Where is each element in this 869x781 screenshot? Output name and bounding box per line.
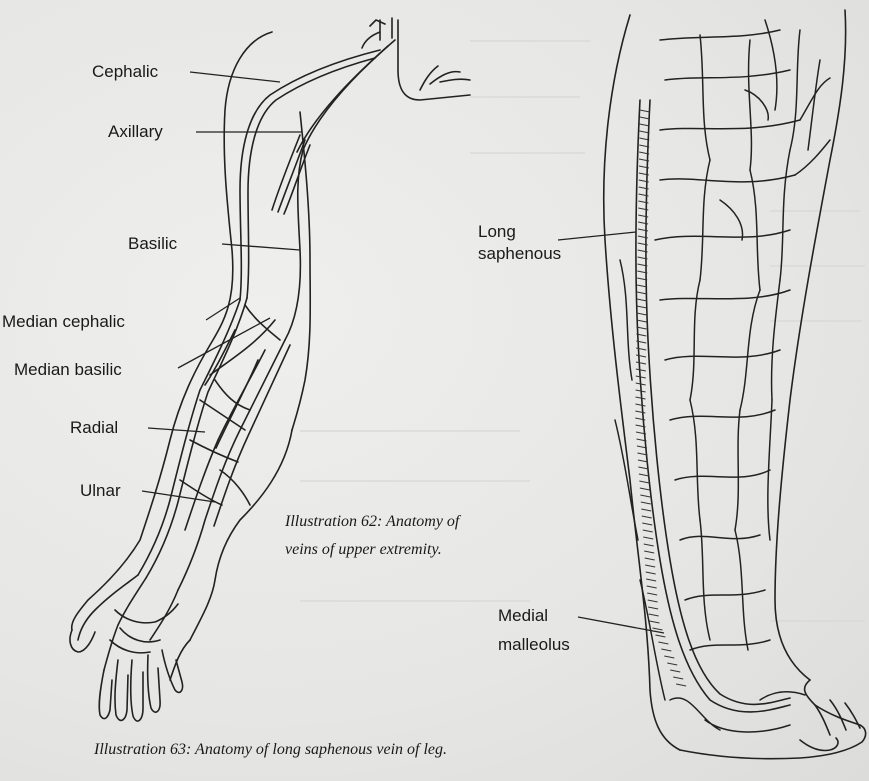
saphenous-rung bbox=[641, 502, 651, 504]
saphenous-rung bbox=[643, 530, 653, 532]
label-medial-malleolus-line1: Medial bbox=[498, 605, 548, 627]
saphenous-rung bbox=[648, 600, 658, 602]
leader-median-cephalic bbox=[206, 298, 240, 320]
saphenous-rung bbox=[637, 292, 647, 294]
saphenous-rung bbox=[641, 509, 651, 511]
saphenous-rung bbox=[670, 670, 680, 672]
saphenous-rung bbox=[643, 537, 653, 539]
label-median-cephalic: Median cephalic bbox=[2, 311, 125, 333]
saphenous-rung bbox=[636, 369, 646, 371]
label-axillary: Axillary bbox=[108, 121, 163, 143]
label-medial-malleolus-line2: malleolus bbox=[498, 634, 570, 656]
label-long-saphenous-line1: Long bbox=[478, 221, 516, 243]
caption-illustration-62-line2: veins of upper extremity. bbox=[285, 539, 442, 561]
long-saphenous-vein bbox=[636, 100, 790, 712]
saphenous-rung bbox=[635, 411, 645, 413]
saphenous-rung bbox=[636, 362, 646, 364]
saphenous-rung bbox=[640, 117, 650, 119]
leg-outline-right bbox=[775, 10, 846, 680]
saphenous-rung bbox=[648, 607, 658, 609]
label-ulnar: Ulnar bbox=[80, 480, 121, 502]
saphenous-rung bbox=[637, 299, 647, 301]
saphenous-rung bbox=[636, 397, 646, 399]
saphenous-rung bbox=[644, 551, 654, 553]
saphenous-rung bbox=[661, 649, 671, 651]
leader-median-basilic bbox=[178, 318, 270, 368]
saphenous-rung bbox=[650, 621, 660, 623]
saphenous-rung bbox=[642, 516, 652, 518]
saphenous-rung bbox=[655, 635, 665, 637]
saphenous-rung bbox=[637, 306, 647, 308]
saphenous-rung bbox=[642, 523, 652, 525]
caption-illustration-63: Illustration 63: Anatomy of long sapheno… bbox=[94, 739, 447, 761]
saphenous-rung bbox=[645, 565, 655, 567]
label-basilic: Basilic bbox=[128, 233, 177, 255]
saphenous-rung bbox=[647, 586, 657, 588]
saphenous-rung bbox=[645, 558, 655, 560]
forearm-outline bbox=[190, 430, 292, 640]
leg-outline-left bbox=[604, 15, 680, 750]
label-radial: Radial bbox=[70, 417, 118, 439]
leg-venous-network bbox=[615, 20, 830, 732]
leader-medial-malleolus bbox=[578, 617, 664, 633]
saphenous-rung bbox=[676, 684, 686, 686]
ulnar-vein bbox=[178, 340, 285, 590]
caption-illustration-62-line1: Illustration 62: Anatomy of bbox=[285, 511, 459, 533]
leader-long-saphenous bbox=[558, 232, 636, 240]
saphenous-rung bbox=[639, 481, 649, 483]
saphenous-rung bbox=[646, 579, 656, 581]
saphenous-rung bbox=[636, 355, 646, 357]
leader-basilic bbox=[222, 244, 300, 250]
saphenous-rung bbox=[635, 404, 645, 406]
saphenous-rung bbox=[673, 677, 683, 679]
radial-vein bbox=[138, 300, 240, 575]
saphenous-rung bbox=[637, 320, 647, 322]
saphenous-rung bbox=[664, 656, 674, 658]
saphenous-rung bbox=[647, 593, 657, 595]
saphenous-rung bbox=[644, 544, 654, 546]
saphenous-rung bbox=[640, 110, 650, 112]
median-cephalic-vein bbox=[205, 330, 235, 385]
saphenous-rung bbox=[637, 313, 647, 315]
label-long-saphenous-line2: saphenous bbox=[478, 243, 561, 265]
saphenous-rung bbox=[658, 642, 668, 644]
saphenous-rung bbox=[667, 663, 677, 665]
saphenous-rung bbox=[639, 474, 649, 476]
saphenous-rung bbox=[646, 572, 656, 574]
leader-cephalic bbox=[190, 72, 280, 82]
saphenous-rung bbox=[640, 488, 650, 490]
label-cephalic: Cephalic bbox=[92, 61, 158, 83]
saphenous-rung bbox=[652, 628, 662, 630]
saphenous-rung bbox=[640, 495, 650, 497]
label-median-basilic: Median basilic bbox=[14, 359, 122, 381]
saphenous-rung bbox=[649, 614, 659, 616]
